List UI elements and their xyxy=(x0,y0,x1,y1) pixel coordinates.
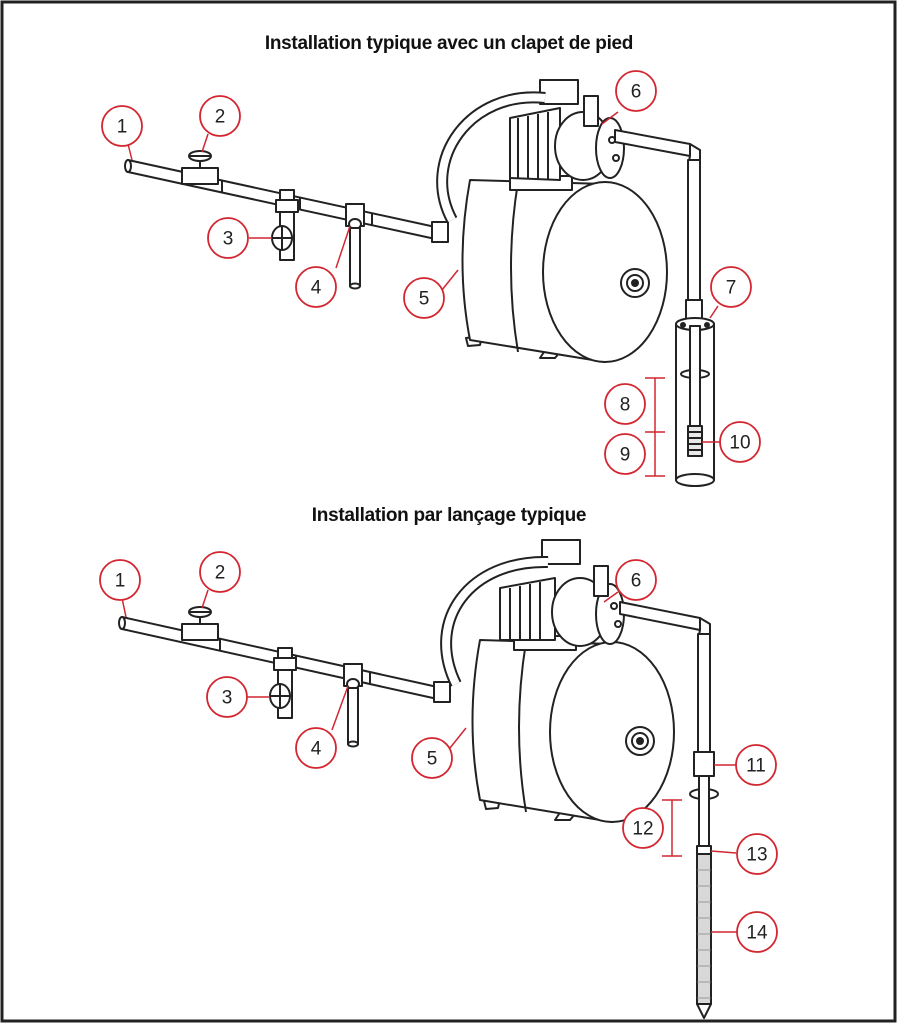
depth-dimensions-2 xyxy=(662,799,682,857)
callout-13-circle xyxy=(736,833,778,875)
callout-1b: 1 xyxy=(115,571,126,592)
callout-2: 2 xyxy=(215,107,226,128)
callout-6b-circle xyxy=(615,559,657,601)
jet-pump xyxy=(509,79,625,181)
callout-13: 13 xyxy=(746,845,767,866)
callout-9: 9 xyxy=(620,445,631,466)
jet-coupling xyxy=(693,751,715,777)
callout-12: 12 xyxy=(632,819,653,840)
callout-5b-circle xyxy=(411,737,453,779)
diagram-1-title: Installation typique avec un clapet de p… xyxy=(264,33,634,54)
callout-5b: 5 xyxy=(427,749,438,770)
diagram-2-title: Installation par lançage typique xyxy=(311,505,587,526)
callout-6b: 6 xyxy=(631,571,642,592)
callout-12-circle xyxy=(622,807,664,849)
callout-4b-circle xyxy=(295,727,337,769)
diagram-2-drawing xyxy=(118,539,719,1019)
callout-3b-circle xyxy=(206,676,248,718)
callout-4b: 4 xyxy=(311,739,322,760)
callout-6: 6 xyxy=(631,82,642,103)
drain-valve-2 xyxy=(269,647,297,719)
drain-valve xyxy=(271,189,299,261)
relief-branch-2 xyxy=(343,663,363,748)
callout-2-circle xyxy=(199,95,241,137)
foot-valve xyxy=(687,425,703,457)
callout-6-circle xyxy=(615,70,657,112)
callout-4: 4 xyxy=(311,278,322,299)
pressure-tank-2 xyxy=(471,635,675,823)
gate-valve-2 xyxy=(181,606,219,641)
callout-3: 3 xyxy=(223,229,234,250)
callout-4-circle xyxy=(295,266,337,308)
callout-3b: 3 xyxy=(222,688,233,709)
callout-2b-circle xyxy=(199,551,241,593)
callout-7-circle xyxy=(710,266,752,308)
jet-pump-2 xyxy=(499,539,625,647)
callout-circles xyxy=(99,70,778,953)
screen-mesh xyxy=(697,869,711,999)
callout-3-circle xyxy=(207,217,249,259)
callout-1b-circle xyxy=(99,559,141,601)
relief-branch xyxy=(345,203,365,290)
callout-10-circle xyxy=(719,421,761,463)
callout-leaders xyxy=(121,111,737,933)
gate-valve xyxy=(181,150,219,185)
callout-10: 10 xyxy=(729,433,750,454)
callout-1-circle xyxy=(101,105,143,147)
callout-14: 14 xyxy=(746,923,768,944)
callout-11-circle xyxy=(735,744,777,786)
callout-2b: 2 xyxy=(215,563,226,584)
pressure-tank xyxy=(461,175,668,363)
suction-pipe-2 xyxy=(619,601,711,753)
diagram-1-drawing xyxy=(124,79,715,487)
callout-8-circle xyxy=(604,383,646,425)
drive-point xyxy=(696,845,712,1019)
well-casing xyxy=(675,317,715,487)
callout-9-circle xyxy=(604,433,646,475)
callout-1: 1 xyxy=(117,117,128,138)
callout-8: 8 xyxy=(620,395,631,416)
depth-dimensions-1 xyxy=(645,377,665,477)
callout-11: 11 xyxy=(746,756,766,777)
callout-5: 5 xyxy=(419,289,430,310)
callout-numbers: 1 2 3 4 5 6 7 8 9 10 1 2 3 4 5 6 11 12 1… xyxy=(115,82,768,944)
callout-5-circle xyxy=(403,277,445,319)
callout-14-circle xyxy=(736,911,778,953)
callout-7: 7 xyxy=(726,278,737,299)
